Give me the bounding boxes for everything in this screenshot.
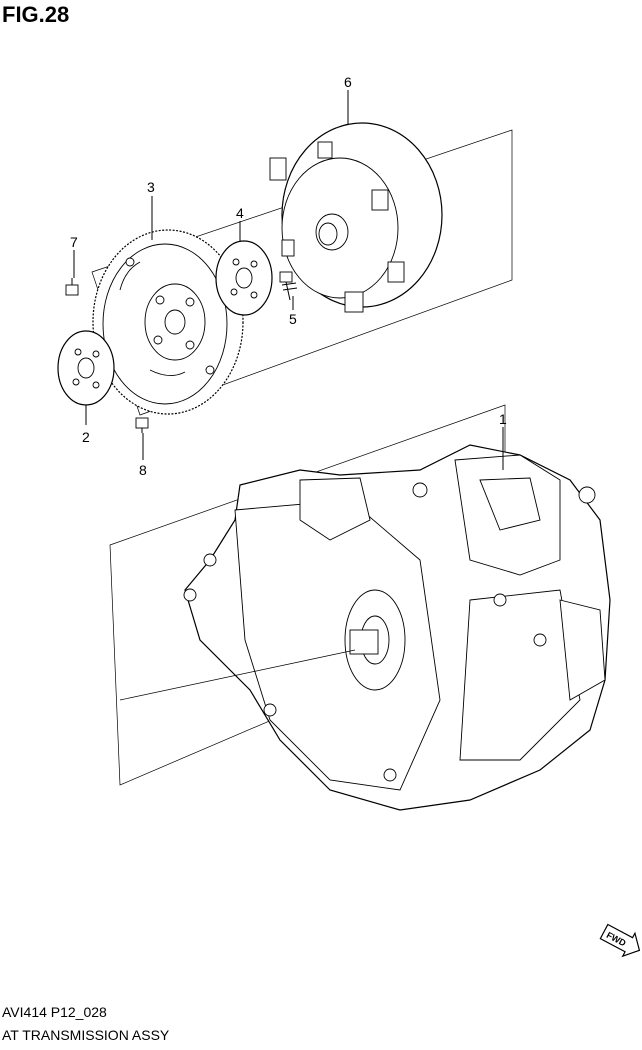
callout-2: 2 bbox=[82, 429, 90, 445]
fwd-arrow-icon: FWD bbox=[599, 923, 641, 958]
part-5-bolt[interactable] bbox=[279, 271, 298, 301]
part-7-bolt[interactable] bbox=[65, 278, 79, 296]
callout-5: 5 bbox=[289, 311, 297, 327]
figure-code: AVI414 P12_028 bbox=[2, 1004, 107, 1020]
part-8-bolt[interactable] bbox=[135, 417, 149, 433]
callout-8: 8 bbox=[139, 462, 147, 478]
part-1-transmission-assembly[interactable] bbox=[183, 444, 611, 811]
callout-1: 1 bbox=[499, 411, 507, 427]
part-3-drive-plate[interactable] bbox=[92, 229, 244, 415]
part-4-spacer-plate[interactable] bbox=[215, 240, 273, 316]
figure-title: FIG.28 bbox=[2, 2, 70, 27]
callout-4: 4 bbox=[236, 205, 244, 221]
part-2-rear-plate[interactable] bbox=[57, 330, 115, 406]
callout-3: 3 bbox=[147, 179, 155, 195]
figure-name: AT TRANSMISSION ASSY bbox=[2, 1027, 170, 1043]
callout-7: 7 bbox=[70, 234, 78, 250]
callout-6: 6 bbox=[344, 74, 352, 90]
part-6-torque-converter[interactable] bbox=[269, 122, 443, 313]
